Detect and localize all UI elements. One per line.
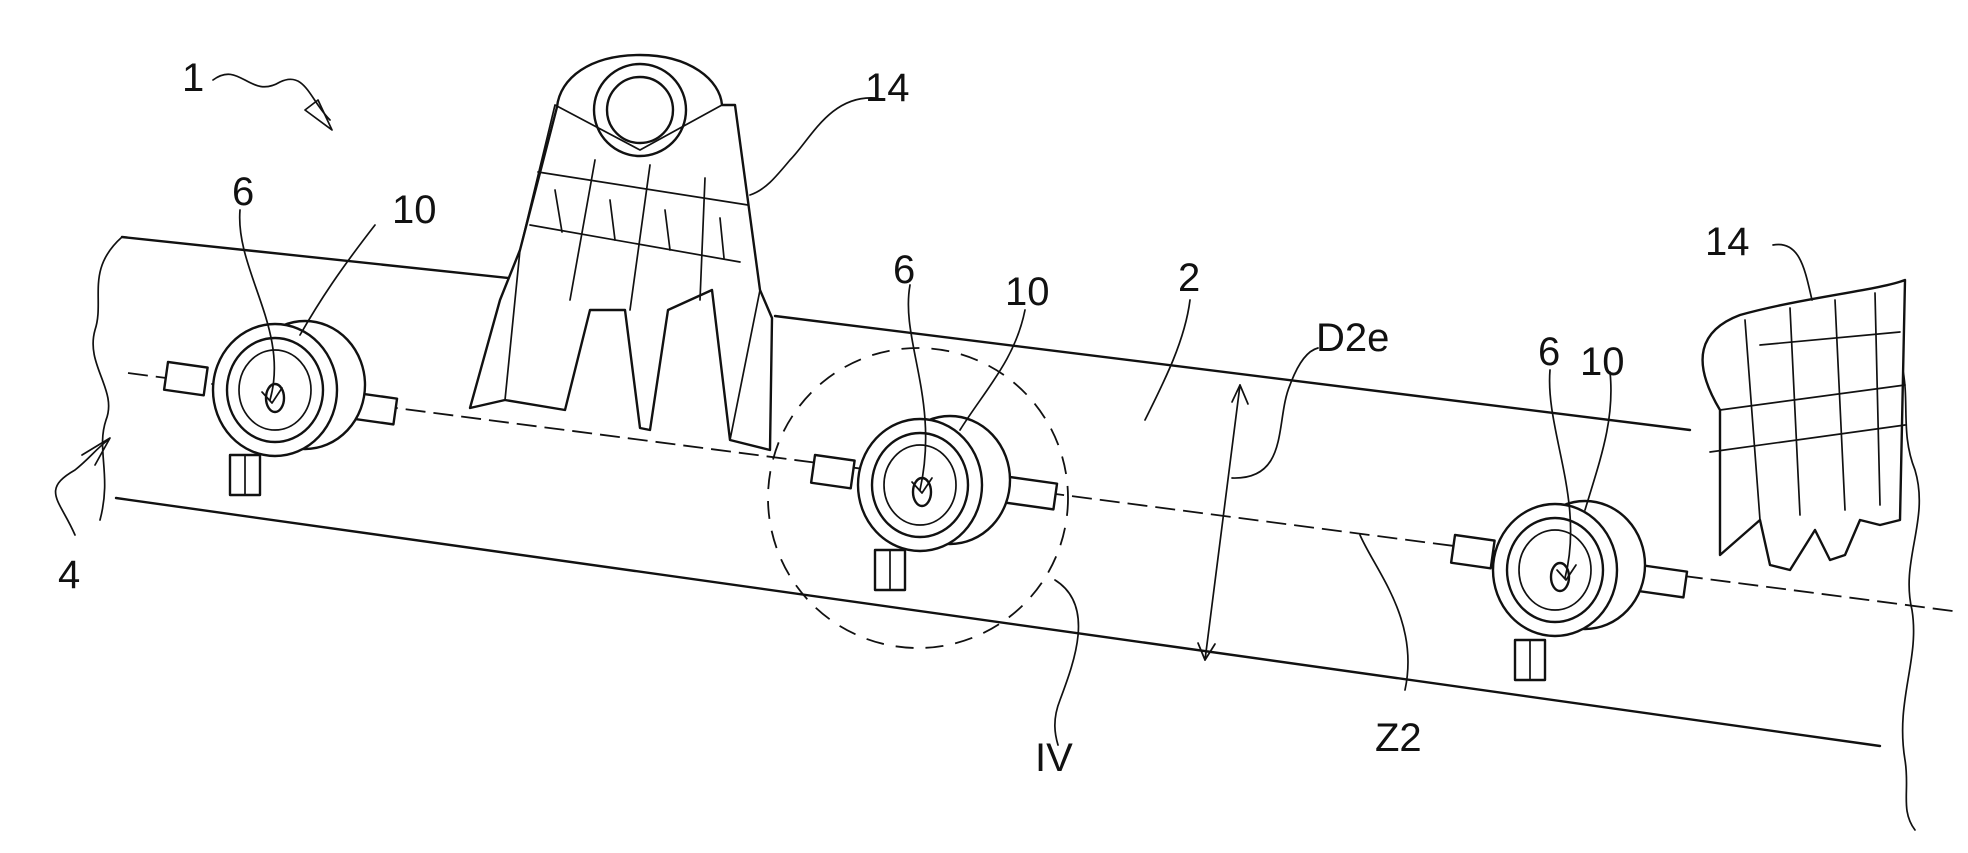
label-injector-b: 6: [893, 250, 915, 290]
label-diameter: D2e: [1316, 318, 1389, 358]
label-injector-a: 6: [232, 172, 254, 212]
label-collar-b: 10: [1005, 272, 1050, 312]
injector-assembly-b: [811, 416, 1057, 590]
injector-assembly-a: [164, 321, 397, 495]
label-collar-a: 10: [392, 190, 437, 230]
label-injector-c: 6: [1538, 332, 1560, 372]
label-detail: IV: [1035, 738, 1073, 778]
label-section-end: 4: [58, 555, 80, 595]
label-support-a: 14: [865, 68, 910, 108]
support-bracket-14-a: [470, 55, 772, 450]
support-bracket-14-b: [1703, 280, 1905, 570]
label-axis: Z2: [1375, 718, 1422, 758]
label-support-b: 14: [1705, 222, 1750, 262]
injector-assembly-c: [1451, 501, 1687, 680]
diameter-arrow-d2e: [1198, 348, 1318, 660]
pipe: [93, 237, 1919, 830]
label-assembly: 1: [182, 58, 204, 98]
label-pipe: 2: [1178, 258, 1200, 298]
label-collar-c: 10: [1580, 342, 1625, 382]
